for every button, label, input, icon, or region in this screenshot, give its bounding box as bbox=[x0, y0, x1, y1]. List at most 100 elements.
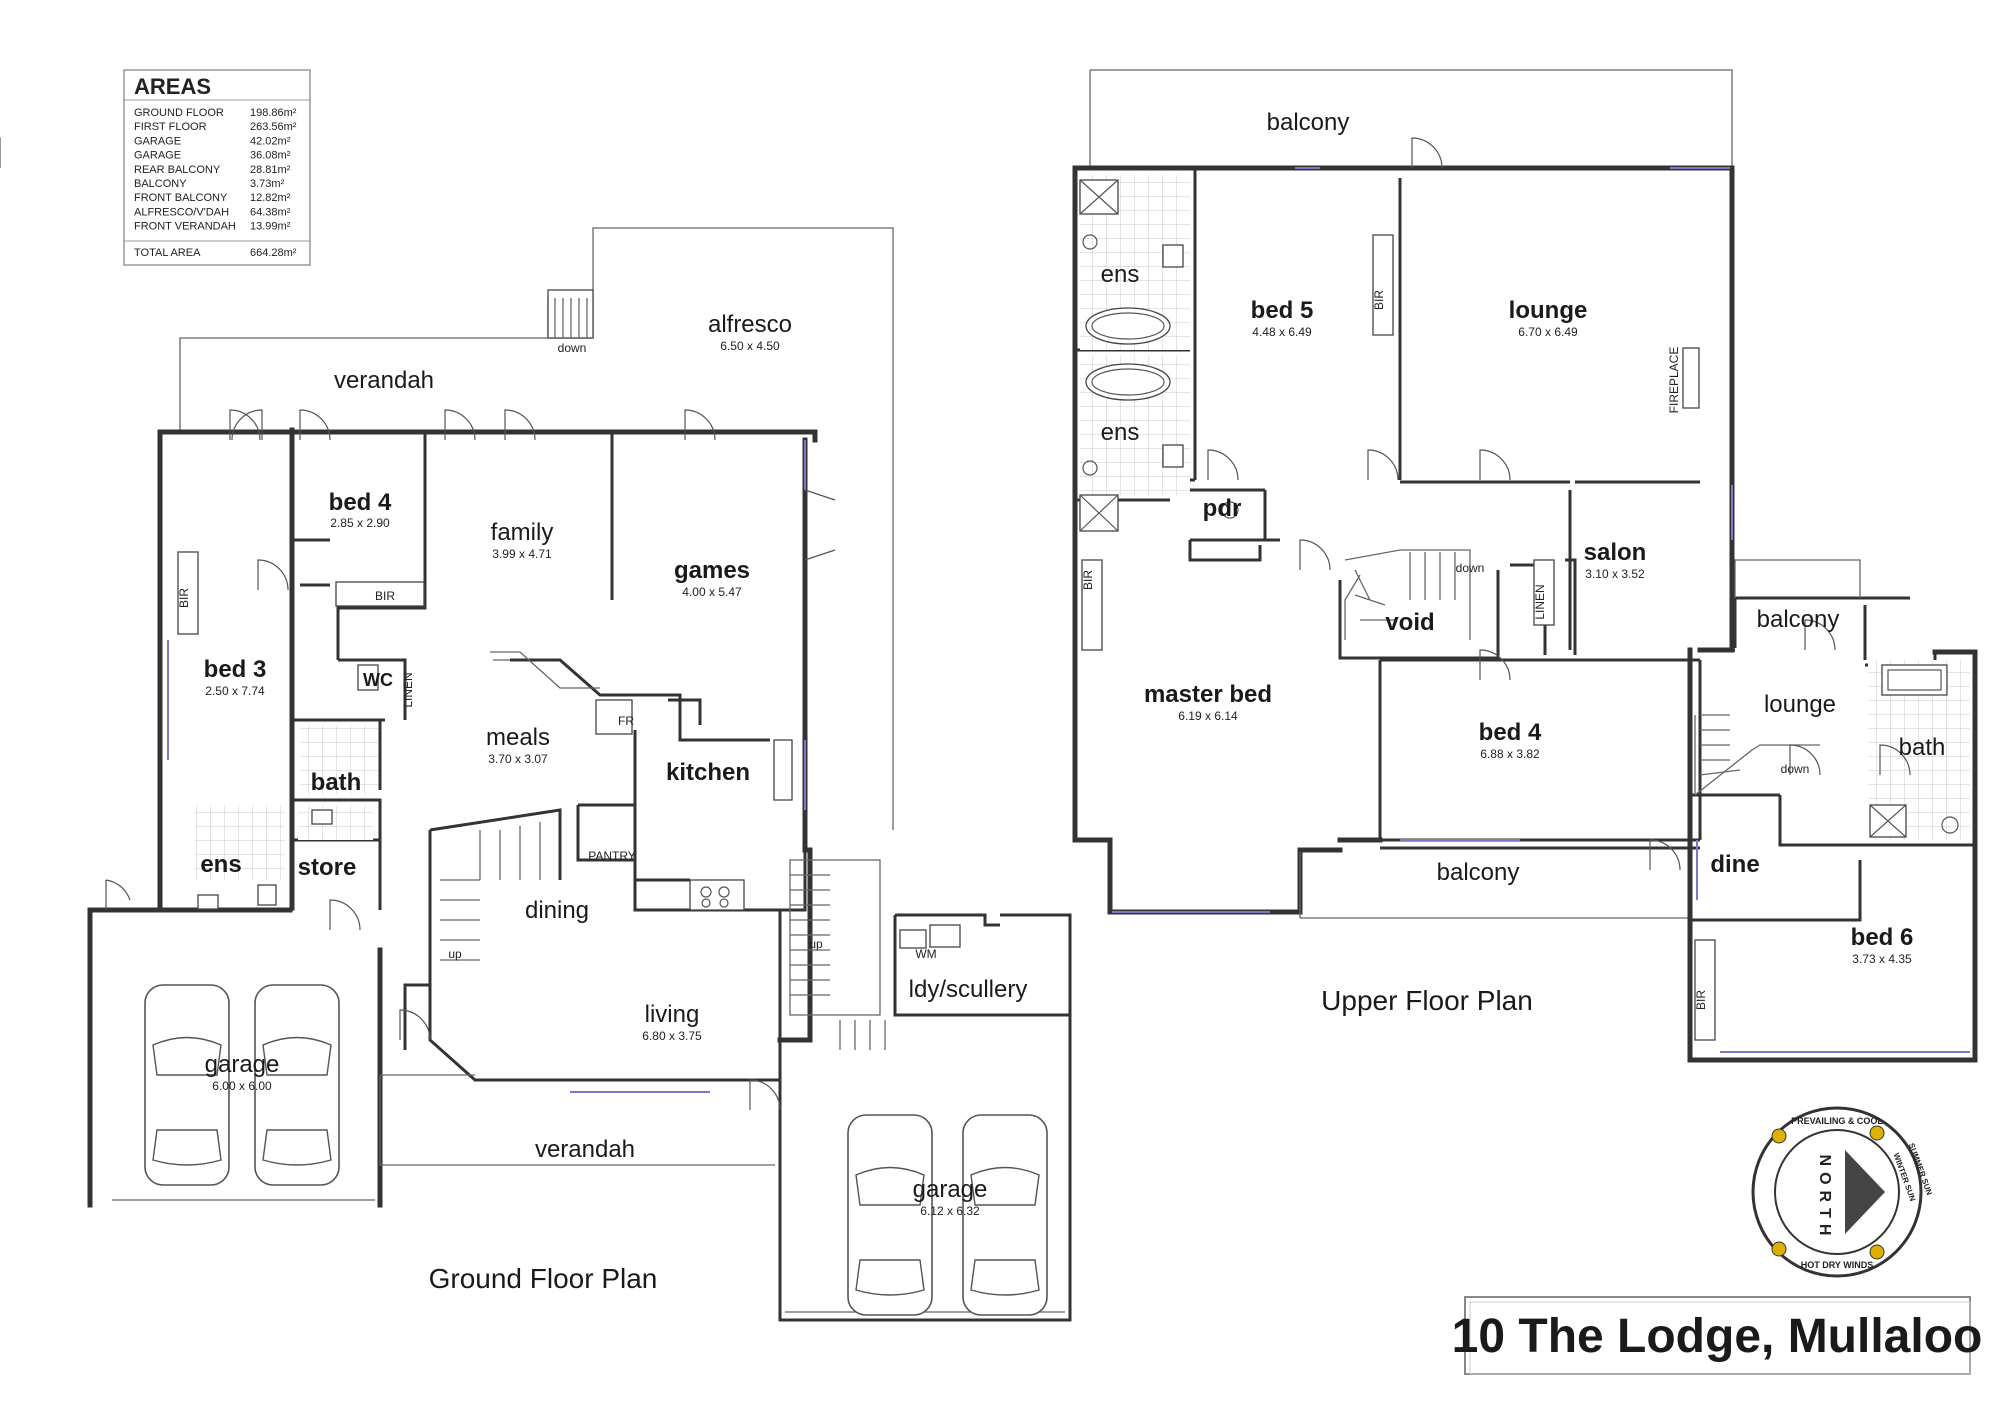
areas-row-value: 3.73m² bbox=[250, 178, 285, 190]
areas-table: AREAS GROUND FLOOR 198.86m² FIRST FLOOR 263… bbox=[123, 69, 311, 266]
sun-icon bbox=[1771, 1241, 1787, 1257]
north-arrow-icon bbox=[1845, 1150, 1885, 1234]
master-bed-label: master bed bbox=[1144, 681, 1272, 708]
bed4-ground-dim: 2.85 x 2.90 bbox=[330, 516, 390, 530]
garage-right-label: garage bbox=[913, 1176, 988, 1203]
meals-label: meals bbox=[486, 724, 550, 751]
areas-row-label: GROUND FLOOR bbox=[134, 107, 224, 119]
compass-north: NORTH bbox=[1816, 1155, 1833, 1242]
address-box: 10 The Lodge, Mullaloo bbox=[1452, 1296, 1983, 1375]
compass-hot-dry: HOT DRY WINDS bbox=[1801, 1260, 1874, 1270]
areas-row-value: 42.02m² bbox=[250, 135, 291, 147]
alfresco-down: down bbox=[558, 341, 587, 355]
areas-row-value: 263.56m² bbox=[250, 121, 297, 133]
pdr-label: pdr bbox=[1203, 495, 1242, 522]
bed5-dim: 4.48 x 6.49 bbox=[1252, 325, 1312, 339]
areas-row-label: FRONT BALCONY bbox=[134, 192, 228, 204]
bir-master-label: BIR bbox=[1081, 570, 1095, 590]
areas-row-value: 198.86m² bbox=[250, 107, 297, 119]
pantry-label: PANTRY bbox=[588, 849, 636, 863]
bed5-label: bed 5 bbox=[1251, 297, 1314, 324]
compass-prevailing: PREVAILING & COOL bbox=[1791, 1116, 1883, 1126]
lounge-label: lounge bbox=[1509, 297, 1588, 324]
store-label: store bbox=[298, 854, 357, 881]
ground-floor-plan bbox=[87, 227, 1072, 1322]
areas-row-label: ALFRESCO/V'DAH bbox=[134, 206, 229, 218]
bed6-label: bed 6 bbox=[1851, 924, 1914, 951]
upper-floor-title: Upper Floor Plan bbox=[1321, 985, 1533, 1016]
areas-row-label: BALCONY bbox=[134, 178, 187, 190]
alfresco-label: alfresco bbox=[708, 311, 792, 338]
north-compass: NORTH PREVAILING & COOL HOT DRY WINDS SU… bbox=[1751, 1106, 1934, 1278]
upper-down2-label: down bbox=[1781, 762, 1810, 776]
ground-floor-title: Ground Floor Plan bbox=[429, 1263, 658, 1294]
bed4-ground-label: bed 4 bbox=[329, 489, 392, 516]
void-label: void bbox=[1385, 609, 1434, 636]
games-dim: 4.00 x 5.47 bbox=[682, 585, 742, 599]
areas-row-value: 28.81m² bbox=[250, 164, 291, 176]
areas-row-value: 64.38m² bbox=[250, 206, 291, 218]
areas-row-label: GARAGE bbox=[134, 135, 181, 147]
ens-top-label: ens bbox=[1101, 261, 1140, 288]
areas-row-value: 13.99m² bbox=[250, 221, 291, 233]
sun-icon bbox=[1771, 1128, 1787, 1144]
master-bed-dim: 6.19 x 6.14 bbox=[1178, 709, 1238, 723]
living-dim: 6.80 x 3.75 bbox=[642, 1029, 702, 1043]
upper-linen-label: LINEN bbox=[1533, 584, 1547, 619]
verandah-front-label: verandah bbox=[535, 1136, 635, 1163]
family-dim: 3.99 x 4.71 bbox=[492, 547, 552, 561]
laundry-label: ldy/scullery bbox=[909, 976, 1028, 1003]
bir-bed6-label: BIR bbox=[1694, 990, 1708, 1010]
bir-bed4-label: BIR bbox=[375, 589, 395, 603]
garage-right-dim: 6.12 x 6.32 bbox=[920, 1204, 980, 1218]
garage-left-dim: 6.00 x 6.00 bbox=[212, 1079, 272, 1093]
dining-label: dining bbox=[525, 897, 589, 924]
verandah-rear-label: verandah bbox=[334, 367, 434, 394]
areas-row-label: FRONT VERANDAH bbox=[134, 221, 236, 233]
areas-row-label: GARAGE bbox=[134, 150, 181, 162]
bed3-dim: 2.50 x 7.74 bbox=[205, 684, 265, 698]
upper-down-label: down bbox=[1456, 561, 1485, 575]
upper-floor-plan bbox=[0, 69, 1978, 1063]
meals-dim: 3.70 x 3.07 bbox=[488, 752, 548, 766]
areas-rows: GROUND FLOOR 198.86m² FIRST FLOOR 263.56m² G… bbox=[134, 107, 297, 233]
fireplace-label: FIREPLACE bbox=[1667, 347, 1681, 414]
address-label: 10 The Lodge, Mullaloo bbox=[1452, 1310, 1983, 1363]
salon-label: salon bbox=[1584, 539, 1647, 566]
balcony-small-label: balcony bbox=[1757, 606, 1840, 633]
up-dining-label: up bbox=[448, 947, 462, 961]
balcony-rear-label: balcony bbox=[1267, 109, 1350, 136]
fridge-label: FR bbox=[618, 714, 634, 728]
dine-label: dine bbox=[1710, 851, 1759, 878]
living-label: living bbox=[645, 1001, 700, 1028]
areas-row-value: 12.82m² bbox=[250, 192, 291, 204]
ens-ground-label: ens bbox=[200, 851, 241, 878]
games-label: games bbox=[674, 557, 750, 584]
areas-total-value: 664.28m² bbox=[250, 247, 297, 259]
areas-row-label: REAR BALCONY bbox=[134, 164, 221, 176]
garage-left-label: garage bbox=[205, 1051, 280, 1078]
salon-dim: 3.10 x 3.52 bbox=[1585, 567, 1645, 581]
bed3-label: bed 3 bbox=[204, 656, 267, 683]
balcony-front-label: balcony bbox=[1437, 859, 1520, 886]
bath-ground-label: bath bbox=[311, 769, 362, 796]
bir-bed5-label: BIR bbox=[1372, 290, 1386, 310]
wm-label: WM bbox=[915, 947, 936, 961]
kitchen-label: kitchen bbox=[666, 759, 750, 786]
bed6-dim: 3.73 x 4.35 bbox=[1852, 952, 1912, 966]
areas-row-value: 36.08m² bbox=[250, 150, 291, 162]
areas-heading: AREAS bbox=[134, 74, 211, 99]
lounge2-label: lounge bbox=[1764, 691, 1836, 718]
up-stair-label: up bbox=[809, 937, 823, 951]
bed4-upper-label: bed 4 bbox=[1479, 719, 1542, 746]
wc-label: WC bbox=[363, 670, 393, 690]
family-label: family bbox=[491, 519, 554, 546]
bed4-upper-dim: 6.88 x 3.82 bbox=[1480, 747, 1540, 761]
ground-linen-label: LINEN bbox=[401, 672, 415, 707]
sun-icon bbox=[1869, 1125, 1885, 1141]
alfresco-dim: 6.50 x 4.50 bbox=[720, 339, 780, 353]
areas-row-label: FIRST FLOOR bbox=[134, 121, 207, 133]
sun-icon bbox=[1869, 1244, 1885, 1260]
bir-bed3-label: BIR bbox=[177, 588, 191, 608]
